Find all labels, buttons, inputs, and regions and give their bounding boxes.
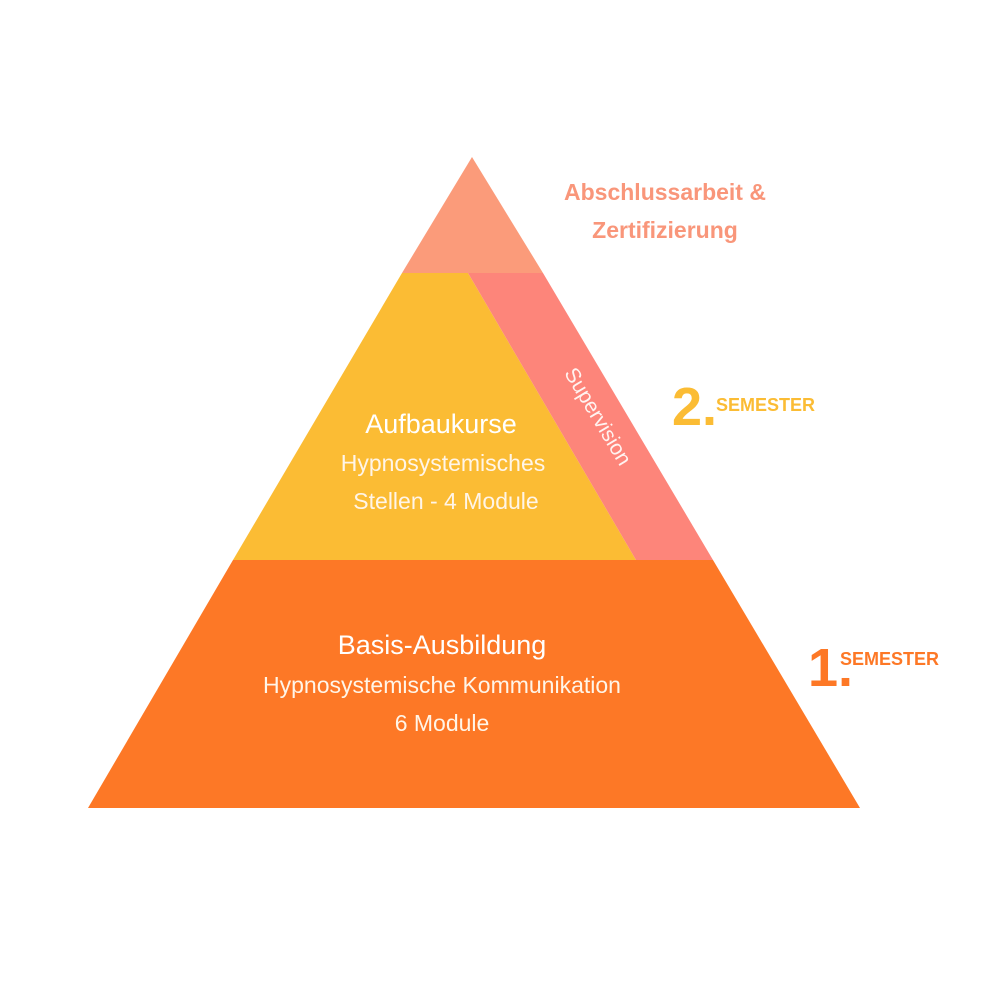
base-layer (88, 560, 860, 808)
middle-layer (233, 273, 636, 560)
base-layer-title: Basis-Ausbildung (338, 630, 547, 660)
middle-layer-line1: Hypnosystemisches (341, 450, 546, 476)
semester-2-word: SEMESTER (716, 395, 815, 415)
middle-layer-line2: Stellen - 4 Module (353, 488, 538, 514)
semester-2-label: 2. SEMESTER (672, 377, 815, 437)
base-layer-line1: Hypnosystemische Kommunikation (263, 672, 621, 698)
middle-layer-title: Aufbaukurse (365, 409, 517, 439)
semester-1-label: 1. SEMESTER (808, 638, 939, 698)
top-label-line2: Zertifizierung (592, 217, 738, 243)
semester-2-number: 2. (672, 377, 717, 437)
top-label-line1: Abschlussarbeit & (564, 179, 766, 205)
base-layer-line2: 6 Module (395, 710, 490, 736)
semester-1-number: 1. (808, 638, 853, 698)
top-layer (402, 157, 543, 273)
supervision-stripe (468, 273, 713, 560)
semester-1-word: SEMESTER (840, 649, 939, 669)
